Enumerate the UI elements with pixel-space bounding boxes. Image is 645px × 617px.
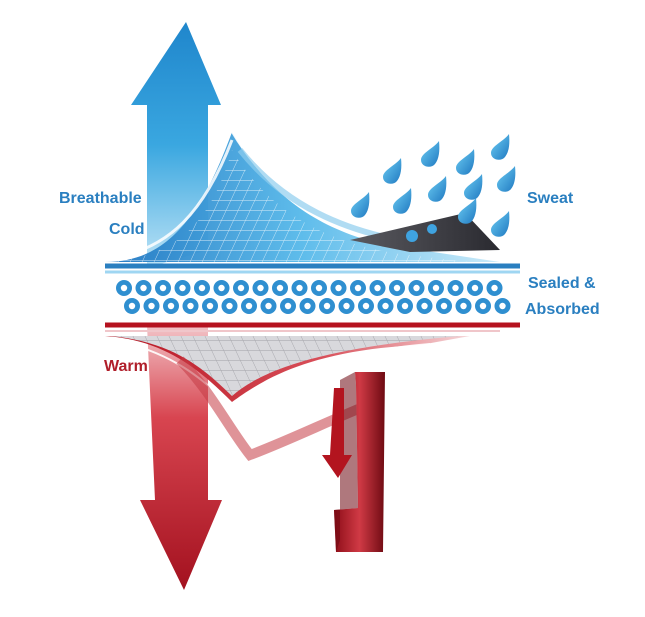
fiber-circle-core [140, 284, 147, 292]
fiber-circle-core [499, 302, 506, 310]
fiber-circle-core [120, 284, 128, 292]
fiber-circle-core [237, 284, 245, 292]
fiber-circle-core [382, 302, 389, 310]
sweat-drop-icon [491, 211, 510, 237]
sweat-drop-icon [421, 141, 440, 167]
fiber-circle-core [284, 302, 292, 310]
fiber-circle-core [479, 302, 487, 310]
fiber-circle-core [362, 302, 370, 310]
sweat-droplets [351, 134, 516, 242]
fiber-circle-core [343, 302, 350, 310]
fiber-circle-core [218, 284, 225, 292]
fiber-circle-core [198, 284, 206, 292]
fiber-circle-core [374, 284, 381, 292]
sweat-drop-icon [456, 149, 475, 175]
label-absorbed: Absorbed [525, 301, 600, 318]
label-sweat: Sweat [527, 190, 574, 207]
sweat-drop-icon [497, 166, 516, 192]
small-down-arrow-icon [322, 388, 352, 478]
sweat-drop-icon [428, 176, 447, 202]
absorbent-fiber-circles [116, 280, 511, 314]
sweat-bubble-icon [406, 230, 418, 242]
fiber-circle-core [167, 302, 175, 310]
fiber-circle-core [187, 302, 194, 310]
fiber-circle-core [432, 284, 440, 292]
fiber-circle-core [401, 302, 409, 310]
fiber-circle-core [226, 302, 233, 310]
fiber-circle-core [257, 284, 264, 292]
label-breathable: Breathable [59, 190, 142, 207]
sweat-drop-icon [351, 192, 370, 218]
fiber-circle-core [413, 284, 420, 292]
label-warm: Warm [104, 358, 148, 375]
fiber-circle-core [354, 284, 362, 292]
sweat-drop-icon [464, 174, 483, 200]
fiber-circle-core [128, 302, 136, 310]
fiber-circle-core [296, 284, 303, 292]
fiber-circle-core [491, 284, 498, 292]
fiber-circle-core [471, 284, 479, 292]
label-sealed: Sealed & [528, 275, 596, 292]
upper-fabric-layer [105, 131, 520, 274]
fiber-circle-core [179, 284, 186, 292]
sweat-drop-icon [458, 198, 477, 224]
fiber-circle-core [335, 284, 342, 292]
fiber-circle-core [245, 302, 253, 310]
fiber-circle-core [421, 302, 428, 310]
sweat-bubble-icon [427, 224, 437, 234]
sweat-drop-icon [383, 158, 402, 184]
label-cold: Cold [109, 221, 145, 238]
fiber-circle-core [159, 284, 167, 292]
fiber-circle-core [206, 302, 214, 310]
fiber-circle-core [452, 284, 459, 292]
fiber-circle-core [265, 302, 272, 310]
fiber-circle-core [393, 284, 401, 292]
fiber-circle-core [315, 284, 323, 292]
sweat-drop-icon [393, 188, 412, 214]
fiber-circle-core [440, 302, 448, 310]
fiber-circle-core [460, 302, 467, 310]
fiber-circle-core [148, 302, 155, 310]
fiber-circle-core [323, 302, 331, 310]
fiber-circle-core [304, 302, 311, 310]
fiber-circle-core [276, 284, 284, 292]
sweat-drop-icon [491, 134, 510, 160]
